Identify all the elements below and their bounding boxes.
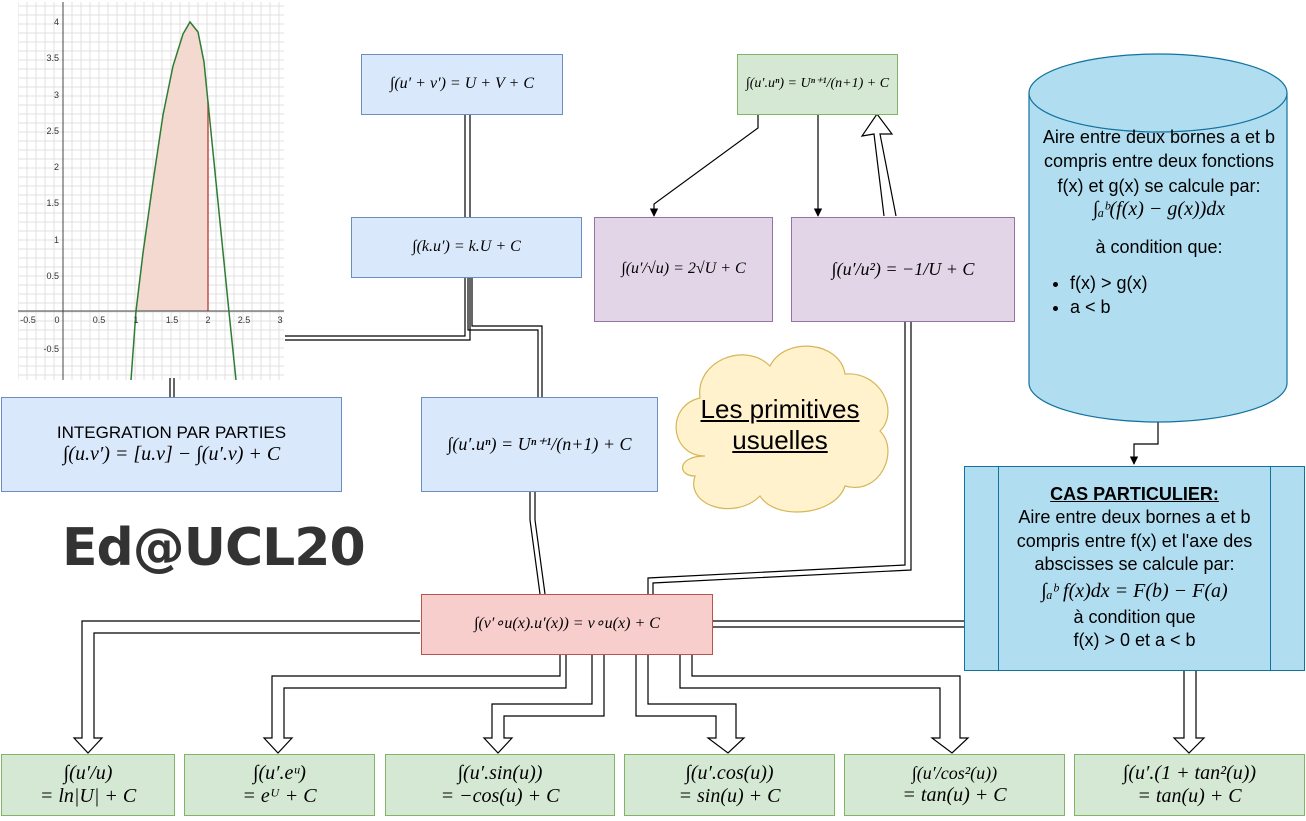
special-case-title: CAS PARTICULIER: [1050, 484, 1219, 504]
y-tick: 2 [54, 162, 59, 172]
primitive-tan2-top: ∫(u′.(1 + tan²(u)) [1122, 762, 1257, 784]
hollow-arrow-exp [262, 654, 567, 754]
parts-box: INTEGRATION PAR PARTIES ∫(u.v′) = [u.v] … [1, 397, 342, 492]
primitive-exp-bottom: = eᵁ + C [242, 785, 317, 807]
cylinder-shape [1028, 53, 1288, 423]
sqrt-rule-formula: ∫(u′/√u) = 2√U + C [621, 260, 746, 278]
power-rule-top-box: ∫(u′.uⁿ) = Uⁿ⁺¹/(n+1) + C [737, 54, 898, 115]
hollow-arrow-tan [679, 654, 970, 754]
arrow-cylinder-special [1129, 422, 1159, 465]
sum-rule-formula: ∫(u′ + v′) = U + V + C [389, 75, 535, 93]
y-tick: 0.5 [46, 271, 59, 281]
primitive-sin-bottom: = −cos(u) + C [440, 785, 560, 807]
hollow-arrow-tan2 [1172, 671, 1206, 754]
primitive-cos-bottom: = sin(u) + C [678, 785, 781, 807]
y-tick: 1 [54, 235, 59, 245]
primitive-cos-box: ∫(u′.cos(u)) = sin(u) + C [624, 754, 835, 816]
cloud-label: Les primitives usuelles [680, 380, 880, 470]
y-tick: 3.5 [46, 53, 59, 63]
y-tick: -0.5 [43, 344, 59, 354]
primitive-tan2-box: ∫(u′.(1 + tan²(u)) = tan(u) + C [1074, 754, 1305, 816]
x-tick: 2 [205, 315, 210, 325]
y-tick: 1.5 [46, 198, 59, 208]
link-composition-special [712, 620, 964, 628]
inverse-rule-formula: ∫(u′/u²) = −1/U + C [831, 259, 975, 280]
primitive-exp-box: ∫(u′.eᵘ) = eᵁ + C [184, 754, 375, 816]
const-rule-formula: ∫(k.u′) = k.U + C [412, 238, 521, 256]
link-const-power [467, 278, 543, 397]
primitive-sin-box: ∫(u′.sin(u)) = −cos(u) + C [385, 754, 615, 816]
hollow-arrow-up [860, 112, 897, 217]
parabola-curve [130, 20, 237, 380]
hollow-arrow-ln [72, 620, 420, 754]
link-graph-const [285, 278, 471, 341]
special-case-box: CAS PARTICULIER: Aire entre deux bornes … [964, 466, 1305, 671]
cylinder-text: Aire entre deux bornes a et b compris en… [1042, 127, 1276, 196]
cloud-line1: Les primitives [700, 393, 860, 424]
x-tick: -0.5 [20, 315, 36, 325]
primitive-ln-box: ∫(u′/u) = ln|U| + C [1, 754, 175, 816]
primitive-tan-box: ∫(u′/cos²(u)) = tan(u) + C [844, 754, 1065, 816]
x-tick: 0 [54, 315, 59, 325]
inverse-rule-box: ∫(u′/u²) = −1/U + C [791, 217, 1015, 322]
y-tick: 4 [54, 17, 59, 27]
power-rule-top-formula: ∫(u′.uⁿ) = Uⁿ⁺¹/(n+1) + C [745, 76, 890, 92]
link-composition-inverse [647, 322, 912, 594]
composition-box: ∫(v′∘u(x).u′(x)) = v∘u(x) + C [421, 594, 713, 655]
composition-formula: ∫(v′∘u(x).u′(x)) = v∘u(x) + C [474, 615, 660, 633]
primitive-ln-bottom: = ln|U| + C [39, 785, 137, 807]
bullet-item: a < b [1070, 295, 1284, 319]
integral-graph: 4 3.5 3 2.5 2 1.5 1 0.5 -0.5 -0.5 0 0.5 … [18, 2, 284, 380]
power-rule-mid-formula: ∫(u′.uⁿ) = Uⁿ⁺¹/(n+1) + C [447, 434, 632, 455]
special-case-text: Aire entre deux bornes a et b compris en… [1016, 507, 1253, 575]
x-tick: 1 [133, 315, 138, 325]
power-rule-mid-box: ∫(u′.uⁿ) = Uⁿ⁺¹/(n+1) + C [421, 397, 658, 492]
y-tick: 3 [54, 90, 59, 100]
special-case-formula: ∫ₐᵇ f(x)dx = F(b) − F(a) [1041, 579, 1228, 602]
area-under-curve [136, 22, 208, 311]
cylinder-condition: à condition que: [1095, 236, 1223, 257]
sqrt-rule-box: ∫(u′/√u) = 2√U + C [594, 217, 773, 322]
logo: Ed@UCL20 [62, 518, 366, 578]
primitive-exp-top: ∫(u′.eᵘ) [253, 762, 306, 784]
cloud-line2: usuelles [732, 425, 828, 455]
parts-formula: ∫(u.v′) = [u.v] − ∫(u′.v) + C [62, 443, 281, 465]
primitive-sin-top: ∫(u′.sin(u)) [457, 762, 543, 784]
cylinder-bullets: f(x) > g(x) a < b [1034, 271, 1284, 320]
y-tick: 2.5 [46, 126, 59, 136]
primitive-tan-top: ∫(u′/cos²(u)) [911, 763, 998, 784]
hollow-arrow-cos [635, 654, 746, 754]
parts-title: INTEGRATION PAR PARTIES [56, 423, 287, 442]
link-power-composition [529, 491, 546, 595]
cloud-shape [675, 345, 889, 513]
link-sum-const [464, 114, 471, 217]
primitive-tan-bottom: = tan(u) + C [902, 783, 1007, 806]
cylinder-formula: ∫ₐᵇ(f(x) − g(x))dx [1092, 197, 1226, 220]
const-rule-box: ∫(k.u′) = k.U + C [351, 217, 582, 278]
arrow-power-sqrt [649, 114, 759, 217]
hollow-arrow-sin [482, 654, 605, 754]
x-tick: 2.5 [238, 315, 251, 325]
primitive-cos-top: ∫(u′.cos(u)) [685, 762, 774, 784]
x-tick: 3 [277, 315, 282, 325]
special-case-cond2: f(x) > 0 et a < b [1073, 629, 1196, 650]
x-tick: 0.5 [93, 315, 106, 325]
primitive-ln-top: ∫(u′/u) [63, 762, 113, 784]
special-case-cond1: à condition que [1073, 606, 1196, 627]
x-tick: 1.5 [166, 315, 179, 325]
link-graph-parts [169, 378, 175, 397]
sum-rule-box: ∫(u′ + v′) = U + V + C [361, 54, 563, 115]
cylinder-content: Aire entre deux bornes a et b compris en… [1034, 125, 1284, 320]
primitive-tan2-bottom: = tan(u) + C [1137, 785, 1242, 807]
bullet-item: f(x) > g(x) [1070, 271, 1284, 295]
